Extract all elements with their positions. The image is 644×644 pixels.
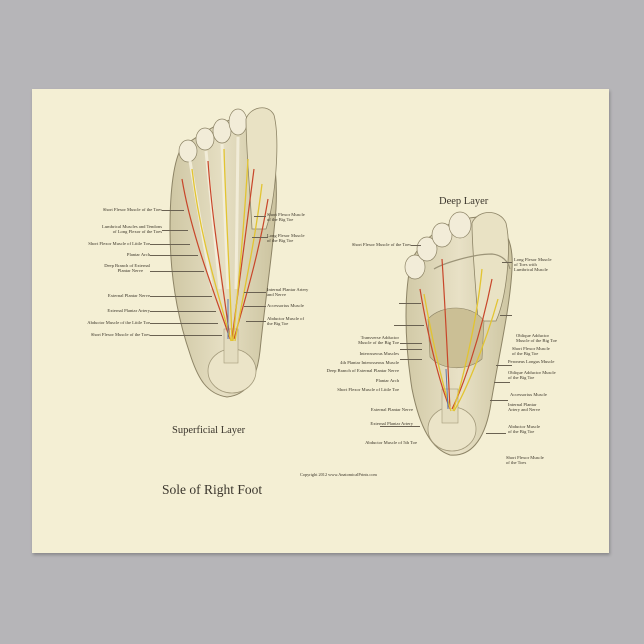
leader-line — [162, 230, 188, 231]
label-accessorius-muscle: Accessorius Muscle — [267, 303, 304, 308]
leader-line — [150, 296, 212, 297]
leader-line — [399, 303, 421, 304]
label-deep-external-plantar-artery: External Plantar Artery — [370, 421, 413, 426]
label-deep-short-flexor-toes: Short Flexor Muscle of the Toes — [351, 242, 411, 247]
leader-line — [150, 335, 222, 336]
poster-title: Sole of Right Foot — [162, 482, 263, 497]
label-deep-oblique-adductor-2: Oblique Adductor Muscle — [508, 370, 556, 375]
label-deep-long-flexor-toes: Long Flexor Muscle — [514, 257, 552, 262]
leader-line — [394, 325, 424, 326]
leader-line — [500, 315, 512, 316]
label-short-flexor-little-toe: Short Flexor Muscle of Little Toe — [88, 241, 150, 246]
leader-line — [150, 311, 216, 312]
leader-line — [496, 365, 512, 366]
leader-line — [162, 210, 184, 211]
label-transverse-adductor-cont: Muscle of the Big Toe — [358, 340, 399, 345]
superficial-layer-caption: Superficial Layer — [172, 425, 246, 436]
label-external-plantar-nerve: External Plantar Nerve — [107, 293, 150, 298]
label-deep-short-flexor-little-toe: Short Flexor Muscle of Little Toe — [337, 387, 399, 392]
leader-line — [246, 321, 266, 322]
label-deep-plantar-arch: Plantar Arch — [375, 378, 399, 383]
label-deep-short-flexor-big-toe-cont: of the Big Toe — [512, 351, 539, 356]
label-short-flexor-big-toe: Short Flexor Muscle — [267, 212, 305, 217]
leader-line — [150, 271, 204, 272]
leader-line — [244, 306, 266, 307]
leader-line — [400, 359, 422, 360]
label-deep-abductor-big-toe: Abductor Muscle — [508, 424, 541, 429]
leader-line — [150, 323, 218, 324]
leader-line — [494, 382, 510, 383]
label-transverse-adductor: Transverse Adductor — [360, 335, 399, 340]
leader-line — [150, 255, 198, 256]
label-short-flexor-toes-2: Short Flexor Muscle of the Toes — [90, 332, 150, 337]
label-abductor-5th-toe: Abductor Muscle of 5th Toe — [365, 440, 417, 445]
label-4th-plantar-interosseous: 4th Plantar Interosseous Muscle — [340, 360, 399, 365]
deep-foot-illustration — [404, 211, 513, 456]
label-deep-external-plantar-nerve: External Plantar Nerve — [370, 407, 413, 412]
label-deep-short-flexor-toes-2-cont: of the Toes — [506, 460, 527, 465]
leader-line — [400, 343, 422, 344]
leader-line — [486, 433, 506, 434]
label-plantar-arch: Plantar Arch — [126, 252, 150, 257]
label-deep-branch-external-plantar-cont: Plantar Nerve — [117, 268, 143, 273]
label-short-flexor-big-toe-cont: of the Big Toe — [267, 217, 294, 222]
label-deep-internal-plantar: Internal Plantar — [508, 402, 537, 407]
label-long-flexor-big-toe-cont: of the Big Toe — [267, 238, 294, 243]
label-deep-long-flexor-toes-cont: of Toes with — [514, 262, 537, 267]
leader-line — [244, 292, 266, 293]
label-deep-long-flexor-toes-cont2: Lumbrical Muscle — [514, 267, 548, 272]
label-deep-short-flexor-toes-2: Short Flexor Muscle — [506, 455, 544, 460]
copyright-text: Copyright 2012 www.AnatomicalPrints.com — [300, 472, 377, 477]
label-short-flexor-toes: Short Flexor Muscle of the Toes — [102, 207, 162, 212]
deep-layer-caption: Deep Layer — [439, 196, 489, 207]
anatomy-poster: Short Flexor Muscle of the Toes Lumbrica… — [32, 89, 609, 553]
leader-line — [400, 349, 422, 350]
label-internal-plantar-artery: Internal Plantar Artery — [267, 287, 309, 292]
label-abductor-big-toe-cont: the Big Toe — [267, 321, 289, 326]
label-deep-internal-plantar-cont: Artery and Nerve — [508, 407, 541, 412]
label-peroneus-longus: Peroneus Longus Muscle — [508, 359, 555, 364]
label-internal-plantar-artery-cont: and Nerve — [267, 292, 287, 297]
label-interosseous-muscles: Interosseous Muscles — [359, 351, 399, 356]
leader-line — [380, 426, 420, 427]
leader-line — [502, 262, 512, 263]
leader-line — [490, 400, 508, 401]
label-deep-oblique-adductor-2-cont: of the Big Toe — [508, 375, 535, 380]
leader-line — [150, 244, 190, 245]
superficial-foot-illustration — [169, 107, 278, 398]
label-long-flexor-big-toe: Long Flexor Muscle — [267, 233, 305, 238]
label-abductor-little-toe: Abductor Muscle of the Little Toe — [87, 320, 150, 325]
label-deep-branch-external-plantar-nerve: Deep Branch of External Plantar Nerve — [326, 368, 399, 373]
leader-line — [411, 245, 421, 246]
label-lumbrical-muscles-cont: of Long Flexor of the Toes — [112, 229, 162, 234]
label-deep-oblique-adductor: Oblique Adductor — [516, 333, 550, 338]
leader-line — [254, 216, 266, 217]
label-deep-accessorius: Accessorius Muscle — [510, 392, 547, 397]
label-external-plantar-artery: External Plantar Artery — [107, 308, 150, 313]
label-lumbrical-muscles: Lumbrical Muscles and Tendons — [102, 224, 162, 229]
label-deep-abductor-big-toe-cont: of the Big Toe — [508, 429, 535, 434]
label-abductor-big-toe: Abductor Muscle of — [267, 316, 304, 321]
label-deep-oblique-adductor-cont: Muscle of the Big Toe — [516, 338, 557, 343]
label-deep-short-flexor-big-toe: Short Flexor Muscle — [512, 346, 550, 351]
leader-line — [252, 237, 268, 238]
label-deep-branch-external-plantar: Deep Branch of External — [104, 263, 150, 268]
